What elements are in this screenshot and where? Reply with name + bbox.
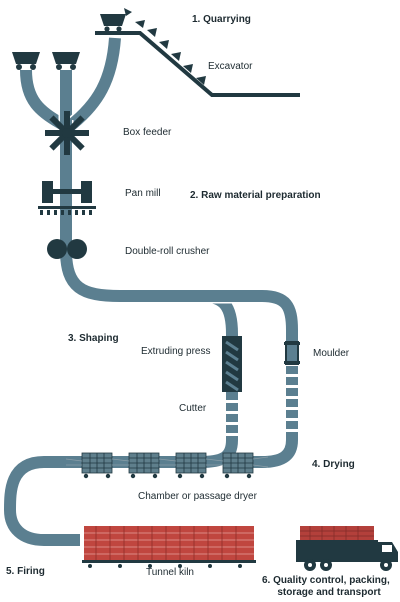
cutter-label: Cutter: [179, 403, 207, 414]
dryer-airflow-lines: [65, 456, 269, 468]
excavator-label: Excavator: [208, 61, 253, 72]
step-quality-line1: 6. Quality control, packing,: [262, 575, 390, 586]
mine-cart-icon: [100, 8, 132, 32]
brick-stack-icon: [222, 452, 254, 479]
box-feeder-label: Box feeder: [123, 127, 172, 138]
tunnel-kiln-icon: [82, 526, 256, 568]
pan-mill-label: Pan mill: [125, 188, 161, 199]
extruding-press-label: Extruding press: [141, 346, 211, 357]
moulder-label: Moulder: [313, 348, 350, 359]
excavator-conveyor-icon: [95, 20, 300, 97]
brick-stack-icon: [81, 452, 113, 479]
flow-pipes: [2, 37, 300, 548]
step-firing-label: 5. Firing: [6, 566, 45, 577]
step-quality-label: 6. Quality control, packing, storage and…: [262, 575, 396, 599]
double-roll-crusher-icon: [47, 239, 87, 259]
brick-stack-icon: [128, 452, 160, 479]
step-quality-line2: storage and transport: [277, 587, 381, 598]
step-quarrying-label: 1. Quarrying: [192, 14, 251, 25]
chamber-dryer-label: Chamber or passage dryer: [138, 491, 257, 502]
mine-cart-icon: [52, 52, 80, 70]
moulder-icon: [284, 341, 300, 365]
step-shaping-label: 3. Shaping: [68, 333, 119, 344]
step-drying-label: 4. Drying: [312, 459, 355, 470]
step-raw-material-label: 2. Raw material preparation: [190, 190, 321, 201]
brick-stack-icon: [175, 452, 207, 479]
pan-mill-icon: [38, 181, 96, 215]
mine-cart-icon: [12, 52, 40, 70]
truck-icon: [296, 526, 398, 571]
tunnel-kiln-label: Tunnel kiln: [146, 567, 194, 578]
extruding-press-icon: [222, 336, 242, 392]
box-feeder-icon: [45, 111, 89, 155]
double-roll-crusher-label: Double-roll crusher: [125, 246, 210, 257]
